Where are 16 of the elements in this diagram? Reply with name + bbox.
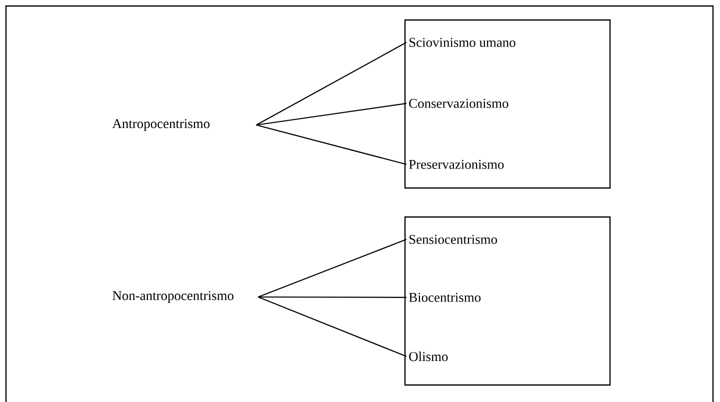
group-box — [404, 216, 611, 386]
connector-line — [258, 238, 407, 298]
node-text: Preservazionismo — [409, 160, 504, 169]
node-text: Antropocentrismo — [112, 119, 210, 131]
node-text: Non-antropocentrismo — [112, 291, 234, 303]
node-text: Biocentrismo — [409, 292, 481, 302]
group-box — [404, 19, 611, 189]
connector-line — [258, 296, 406, 298]
node-text: Olismo — [409, 352, 448, 362]
node-text: Sensiocentrismo — [410, 234, 498, 244]
node-text: Conservazionismo — [409, 98, 508, 108]
connector-line — [258, 296, 407, 357]
node-text: Sciovinismo umano — [410, 38, 516, 47]
connector-line — [256, 124, 407, 165]
connector-line — [256, 102, 406, 126]
connector-line — [256, 42, 407, 126]
